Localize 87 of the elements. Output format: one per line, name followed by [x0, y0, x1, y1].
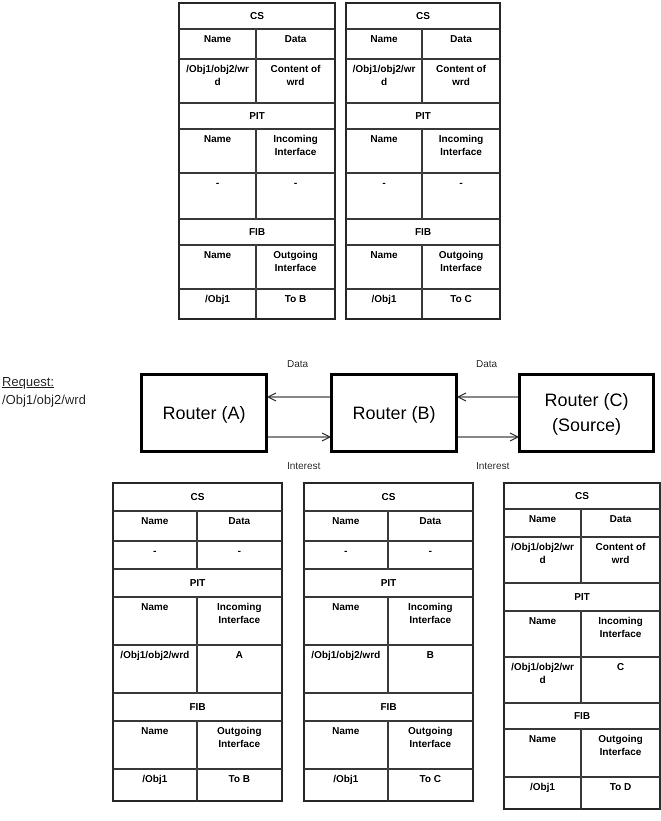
table-cell-text: Name — [528, 514, 556, 526]
table-cell-text: Outgoing Interface — [272, 250, 319, 275]
table-cell-text: A — [236, 650, 243, 662]
table-cell-text: Outgoing Interface — [597, 734, 644, 759]
router-label: Router (A) — [162, 402, 246, 425]
table-cell-text: - — [153, 546, 156, 558]
router-box — [140, 373, 268, 453]
table-cell-text: /Obj1/obj2/wrd — [311, 650, 380, 662]
table-cell-text: To B — [228, 774, 250, 786]
table-cell-text: Name — [332, 726, 360, 738]
table-cell-text: - — [459, 178, 463, 190]
table-cell-text: - — [238, 546, 241, 558]
table-cell-text: Incoming Interface — [407, 602, 454, 627]
table-cell-text: Data — [450, 34, 472, 46]
table-header: PIT — [415, 110, 431, 124]
table-cell-text: Name — [141, 516, 168, 528]
table-cell-text: Data — [419, 516, 442, 528]
table-header: CS — [250, 10, 264, 24]
table-header: PIT — [249, 110, 265, 124]
table-cell-text: /Obj1 — [371, 294, 396, 306]
table-header: CS — [190, 490, 204, 504]
table-cell-text: /Obj1 — [530, 782, 555, 794]
table-cell-text: Incoming Interface — [597, 616, 644, 641]
table-cell-text: Content of wrd — [594, 542, 646, 567]
table-cell-text: /Obj1/obj2/wrd — [510, 542, 575, 567]
table-cell-text: To D — [610, 782, 632, 794]
table-cell-text: /Obj1 — [333, 774, 358, 786]
table-cell-text: /Obj1/obj2/wrd — [120, 650, 190, 662]
table-cell-text: To C — [420, 774, 441, 786]
arrow — [268, 432, 331, 442]
table-cell-text: - — [428, 546, 432, 558]
table-cell-text: Incoming Interface — [216, 602, 262, 627]
table-cell-text: Incoming Interface — [272, 134, 319, 159]
table-cell-text: To C — [450, 294, 472, 306]
table-cell-text: Outgoing Interface — [216, 726, 262, 751]
arrow — [457, 392, 518, 402]
table-cell-text: Name — [370, 34, 398, 46]
table-cell-text: - — [382, 178, 386, 190]
table-cell-text: Content of wrd — [270, 64, 322, 89]
table-cell-text: Name — [370, 134, 398, 146]
table-cell-text: /Obj1 — [142, 774, 168, 786]
table-cell-text: Name — [204, 134, 232, 146]
table-header: CS — [382, 490, 396, 504]
table-header: FIB — [380, 700, 397, 714]
table-cell-text: Name — [204, 250, 232, 262]
table-cell-text: Data — [228, 516, 250, 528]
table-cell-text: Outgoing Interface — [438, 250, 484, 275]
table-cell-text: B — [426, 650, 434, 662]
request-heading: Request: — [2, 373, 54, 391]
table-cell-text: /Obj1/obj2/wrd — [185, 64, 250, 89]
router-box — [330, 373, 458, 453]
table-cell-text: Name — [141, 726, 168, 738]
table-cell-text: /Obj1 — [204, 294, 230, 306]
table-header: FIB — [414, 226, 432, 240]
table-header: FIB — [189, 700, 206, 714]
table-cell-text: Name — [528, 734, 556, 746]
table-cell-text: - — [344, 546, 348, 558]
table-header: PIT — [380, 576, 396, 590]
table-cell-text: Incoming Interface — [438, 134, 484, 159]
table-cell-text: Data — [284, 34, 306, 46]
request-path: /Obj1/obj2/wrd — [2, 391, 86, 409]
table-cell-text: Name — [204, 34, 232, 46]
table-header: CS — [575, 490, 589, 504]
table-cell-text: C — [616, 662, 624, 674]
table-cell-text: /Obj1/obj2/wrd — [510, 662, 575, 687]
arrow — [458, 432, 519, 442]
table-cell-text: Name — [141, 602, 168, 614]
table-cell-text: Name — [528, 616, 556, 628]
table-cell-text: Data — [610, 514, 632, 526]
table-cell-text: /Obj1/obj2/wrd — [352, 64, 416, 89]
table-cell-text: Name — [370, 250, 398, 262]
table-header: CS — [416, 10, 430, 24]
table-cell-text: Name — [332, 602, 360, 614]
table-cell-text: Outgoing Interface — [407, 726, 454, 751]
table-header: FIB — [248, 226, 266, 240]
table-cell-text: - — [294, 178, 298, 190]
table-header: PIT — [574, 590, 590, 604]
table-cell-text: - — [216, 178, 220, 190]
table-header: FIB — [574, 710, 590, 724]
table-cell-text: To B — [284, 294, 306, 306]
table-cell-text: Name — [332, 516, 360, 528]
router-label: Router (B) — [352, 402, 436, 425]
router-label: Router (C) (Source) — [543, 389, 630, 437]
table-header: PIT — [190, 576, 206, 590]
table-cell-text: Content of wrd — [435, 64, 487, 89]
router-box — [518, 373, 655, 453]
arrow — [267, 392, 330, 402]
